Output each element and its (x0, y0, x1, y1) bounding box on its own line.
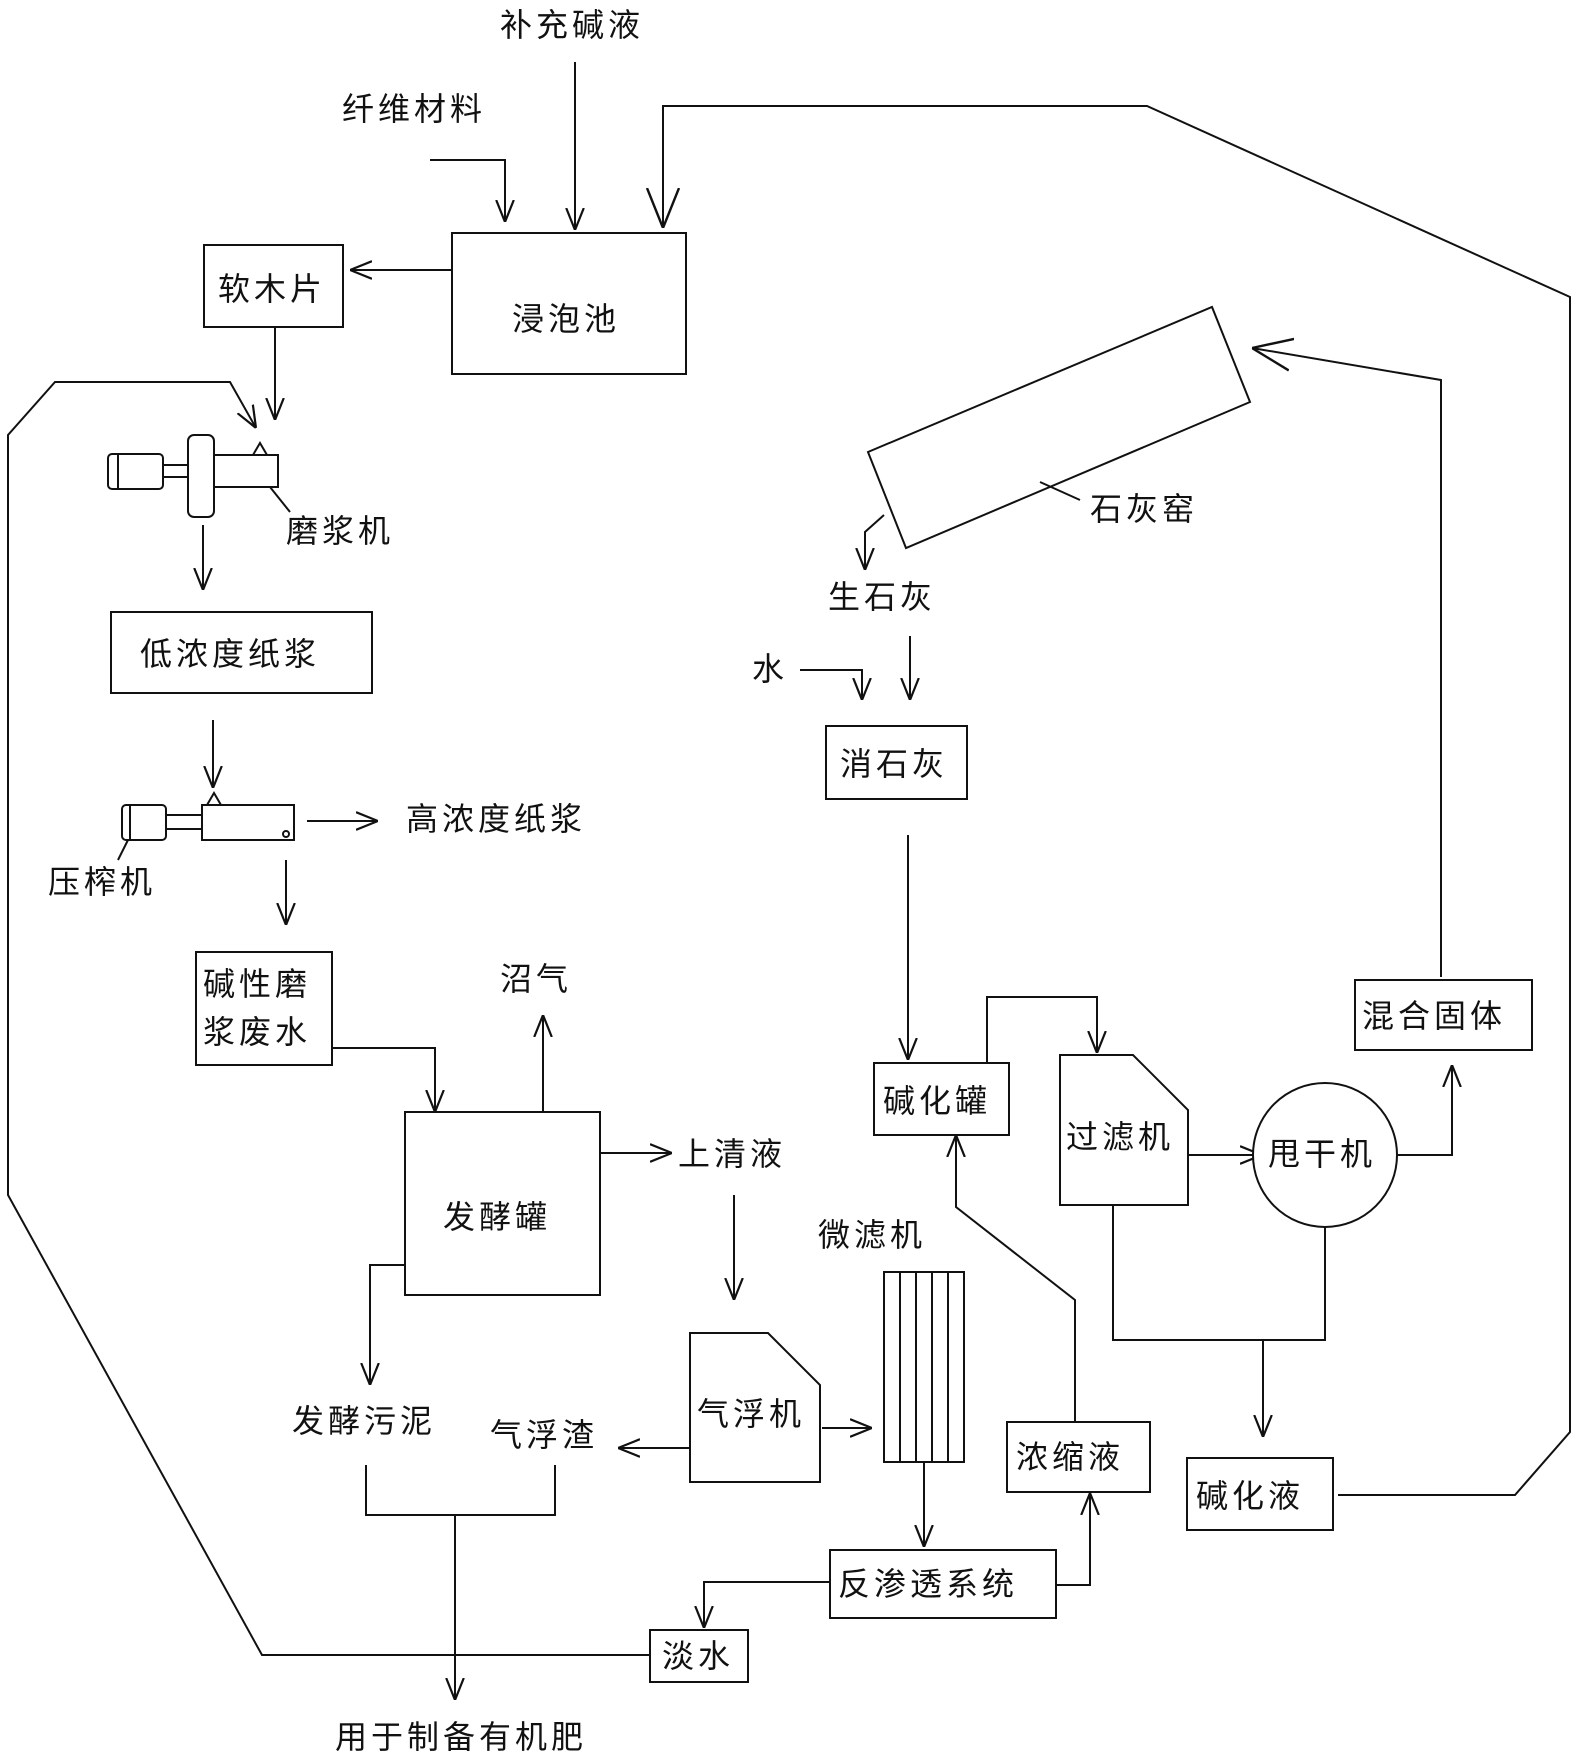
label-flotation-scum: 气浮渣 (490, 1416, 598, 1454)
arrow-fiber-material (430, 159, 505, 222)
label-causticizing-tank: 碱化罐 (883, 1082, 991, 1120)
collector-line (365, 1465, 556, 1516)
label-centrifuge: 甩干机 (1268, 1135, 1376, 1173)
label-fermenter: 发酵罐 (443, 1198, 551, 1236)
label-fermentation-sludge: 发酵污泥 (292, 1402, 436, 1440)
label-softwood-chips: 软木片 (218, 270, 326, 308)
press-icon (121, 791, 295, 841)
label-alkaline-wastewater-1: 碱性磨 (203, 965, 311, 1003)
label-press: 压榨机 (48, 863, 156, 901)
label-causticized-liquor: 碱化液 (1196, 1477, 1304, 1515)
softwood-chips-box (203, 244, 344, 328)
arrow-ro-to-fresh-water (704, 1581, 830, 1628)
label-fresh-water: 淡水 (662, 1637, 734, 1675)
arrow-fermenter-to-sludge (370, 1264, 405, 1385)
label-fiber-material: 纤维材料 (342, 90, 486, 128)
label-low-consistency-pulp: 低浓度纸浆 (140, 635, 320, 673)
label-biogas: 沼气 (500, 960, 572, 998)
slaked-lime-box (825, 725, 968, 800)
mixed-solids-box (1354, 979, 1533, 1051)
label-quicklime: 生石灰 (828, 578, 936, 616)
arrow-wastewater-to-fermenter (332, 1047, 435, 1112)
arrow-kiln-to-quicklime (865, 514, 885, 570)
label-reverse-osmosis: 反渗透系统 (838, 1565, 1018, 1603)
arrow-mixed-solids-to-kiln (1252, 348, 1442, 977)
label-supplement-lye: 补充碱液 (500, 6, 644, 44)
causticized-liquor-box (1186, 1457, 1334, 1531)
label-high-consistency-pulp: 高浓度纸浆 (406, 800, 586, 838)
label-slaked-lime: 消石灰 (840, 745, 948, 783)
label-water: 水 (752, 650, 788, 688)
recycle-line-lye (663, 105, 1571, 1496)
arrow-causticizer-to-filter (986, 996, 1097, 1063)
lime-kiln-pointer (1039, 481, 1081, 501)
reverse-osmosis-box (829, 1549, 1057, 1619)
arrow-ro-to-concentrate (1056, 1493, 1090, 1586)
arrow-water-to-slaked (800, 669, 862, 700)
soaking-tank-box (451, 232, 687, 375)
label-microfilter: 微滤机 (818, 1216, 926, 1254)
label-alkaline-wastewater-2: 浆废水 (203, 1013, 311, 1051)
concentrate-box (1006, 1421, 1151, 1493)
label-concentrate: 浓缩液 (1016, 1438, 1124, 1476)
flotation-machine-shape (689, 1332, 821, 1483)
label-mixed-solids: 混合固体 (1362, 997, 1506, 1035)
label-organic-fertilizer: 用于制备有机肥 (335, 1718, 587, 1754)
microfilter-icon (883, 1271, 965, 1463)
label-lime-kiln: 石灰窑 (1090, 490, 1198, 528)
fresh-water-box (649, 1629, 749, 1683)
alkaline-wastewater-box (195, 951, 333, 1066)
label-filter: 过滤机 (1066, 1118, 1174, 1156)
label-supernatant: 上清液 (678, 1135, 786, 1173)
refiner-icon (107, 434, 291, 518)
label-refiner: 磨浆机 (286, 512, 394, 550)
filter-shape (1059, 1054, 1189, 1206)
recycle-line-fresh-water (7, 381, 650, 1656)
low-consistency-pulp-box (110, 611, 373, 694)
press-pointer (117, 839, 129, 861)
arrow-centrifuge-to-mixed-solids (1397, 1065, 1452, 1156)
fermenter-box (404, 1111, 601, 1296)
label-soaking-tank: 浸泡池 (512, 300, 620, 338)
arrow-concentrate-to-causticizer (956, 1135, 1076, 1422)
causticizing-tank-box (873, 1062, 1010, 1136)
lime-kiln-shape (866, 305, 1252, 550)
filtrate-collector-line (1112, 1205, 1326, 1341)
label-flotation-machine: 气浮机 (697, 1395, 805, 1433)
